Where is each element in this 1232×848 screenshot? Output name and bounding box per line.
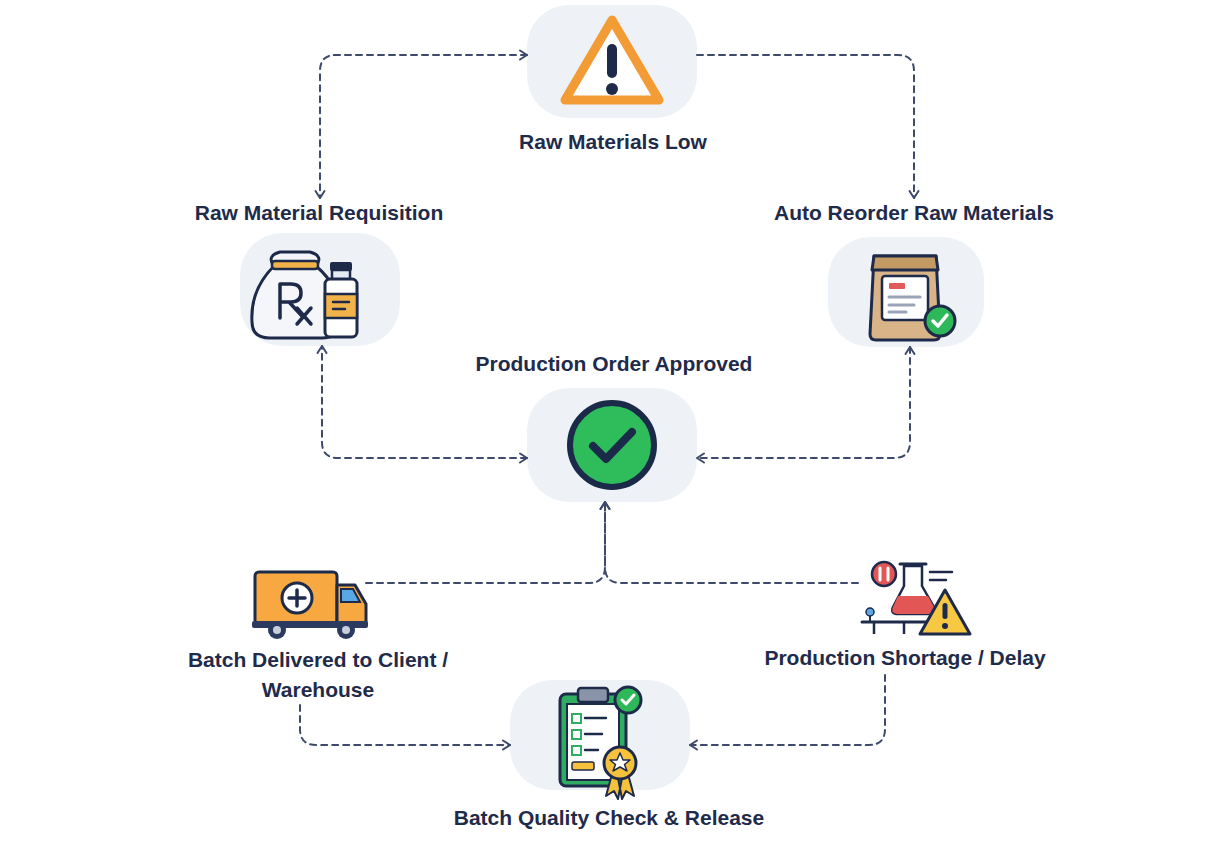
shortage-icon	[862, 562, 970, 634]
node-label: Production Shortage / Delay	[764, 645, 1045, 671]
node-label: Auto Reorder Raw Materials	[774, 200, 1054, 226]
quality-icon	[560, 687, 641, 799]
check-icon	[570, 403, 654, 487]
dashed-connector	[320, 55, 527, 198]
dashed-connector	[605, 502, 858, 583]
node-label: Raw Material Requisition	[195, 200, 444, 226]
reorder-icon	[870, 256, 955, 340]
requisition-icon	[252, 252, 357, 338]
dashed-connector	[322, 346, 527, 458]
dashed-connector	[697, 55, 914, 198]
warning-icon	[565, 20, 659, 100]
node-label: Raw Materials Low	[519, 129, 707, 155]
truck-icon	[252, 572, 368, 639]
dashed-connector	[697, 347, 910, 458]
dashed-connector	[300, 705, 510, 745]
node-label: Production Order Approved	[476, 351, 753, 377]
dashed-connector	[690, 675, 885, 745]
dashed-connector	[366, 502, 605, 583]
node-label: Batch Quality Check & Release	[454, 805, 764, 831]
node-label: Batch Delivered to Client / Warehouse	[168, 645, 468, 705]
